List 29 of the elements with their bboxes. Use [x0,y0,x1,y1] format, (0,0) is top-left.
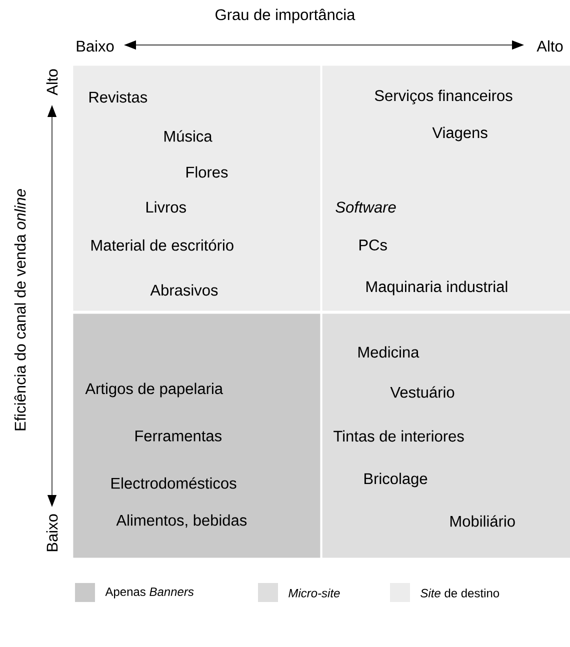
item-label: Alimentos, bebidas [116,514,247,528]
item-label: Livros [146,201,186,213]
item-label: Material de escritório [91,239,234,251]
axis-label: Baixo [46,514,58,552]
axis-label: Alto [46,69,58,96]
item-label: Software [336,201,396,213]
legend-label: Apenas Banners [105,588,194,598]
item-label: Viagens [432,126,488,142]
axis-title: Grau de importância [216,8,356,24]
item-label: Vestuário [390,386,454,398]
item-label: Flores [186,166,228,178]
item-label: Artigos de papelaria [85,382,224,398]
item-label: Tintas de interiores [334,430,464,442]
quadrant-box [73,314,320,558]
item-label: Revistas [89,91,148,103]
item-label: Mobiliário [450,515,515,527]
item-label: Ferramentas [135,430,222,442]
item-label: Serviços financeiros [374,90,512,104]
legend-label: Site de destino [420,588,500,598]
item-label: Medicina [358,346,420,358]
item-label: Maquinaria industrial [366,280,508,296]
item-label: Electrodomésticos [111,477,236,489]
legend-label: Micro-site [288,588,340,598]
quadrant-box [322,314,570,558]
item-label: Bricolage [364,472,428,488]
item-label: Música [164,130,212,142]
item-label: Abrasivos [150,284,218,296]
axis-title: Eficiência do canal de venda online [14,189,26,430]
item-label: PCs [359,240,387,250]
